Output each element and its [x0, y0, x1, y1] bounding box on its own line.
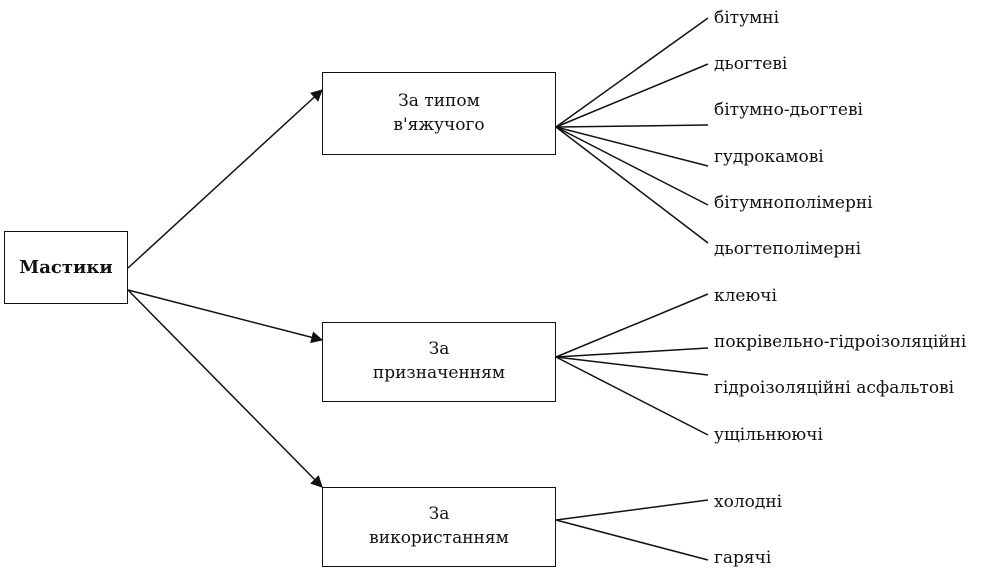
branch-line-dohtepolimerni	[555, 126, 709, 244]
arrow-root-to-binder-type	[127, 89, 323, 269]
category-label-line1: За типом	[398, 90, 480, 111]
leaf-bitumno-dohtevi: бітумно-дьогтеві	[714, 100, 863, 120]
branch-line-ushchilniuiuchi	[555, 356, 709, 436]
category-label-line2: використанням	[369, 528, 509, 548]
category-label-line1: За	[428, 339, 450, 360]
arrow-root-to-usage	[127, 289, 323, 488]
branch-line-bitumnopolimerni	[555, 126, 709, 206]
category-label-line1: За	[428, 504, 450, 525]
root-label: Мастики	[19, 256, 113, 278]
branch-line-bitumni	[555, 17, 709, 128]
category-label-line2: призначенням	[372, 363, 506, 383]
leaf-bitumnopolimerni: бітумнополімерні	[714, 193, 873, 213]
leaf-hidroizoliatsiini-asfaltovi: гідроізоляційні асфальтові	[714, 378, 955, 398]
branch-line-hudrokamovi	[555, 126, 709, 167]
branch-line-kleiuchi	[555, 293, 709, 358]
leaf-pokrivelno-hidroizoliatsiini: покрівельно-гідроізоляційні	[714, 332, 967, 352]
branch-line-dohtevi	[555, 63, 709, 128]
leaf-hudrokamovi: гудрокамові	[714, 147, 824, 167]
arrow-root-to-purpose	[127, 289, 324, 344]
branch-line-bitumno-dohtevi	[555, 124, 709, 128]
category-label-line2: в'яжучого	[393, 114, 485, 135]
category-box-binder-type: За типом в'яжучого	[322, 72, 556, 155]
branch-line-pokrivelno-hidroizoliatsiini	[555, 347, 709, 358]
leaf-ushchilniuiuchi: ущільнюючі	[714, 425, 823, 445]
leaf-hariachi: гарячі	[714, 548, 772, 568]
leaf-bitumni: бітумні	[714, 8, 780, 28]
leaf-dohtepolimerni: дьогтеполімерні	[714, 239, 862, 259]
branch-line-kholodni	[555, 499, 709, 521]
branch-line-hidroizoliatsiini-asfaltovi	[555, 356, 709, 376]
leaf-dohtevi: дьогтеві	[714, 54, 788, 74]
root-box-mastyky: Мастики	[4, 231, 128, 304]
leaf-kholodni: холодні	[714, 492, 783, 512]
branch-line-hariachi	[555, 519, 709, 561]
category-box-usage: За використанням	[322, 487, 556, 567]
leaf-kleiuchi: клеючі	[714, 286, 777, 306]
category-box-purpose: За призначенням	[322, 322, 556, 402]
